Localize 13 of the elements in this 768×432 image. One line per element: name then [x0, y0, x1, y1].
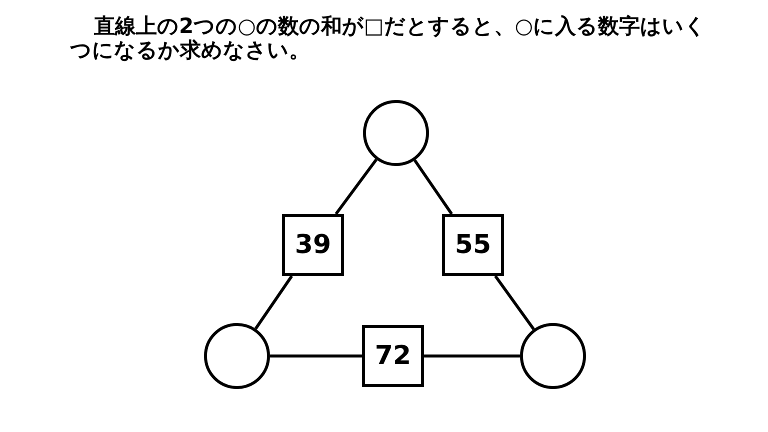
- connector-line: [494, 275, 535, 330]
- question-text: 直線上の2つの○の数の和が□だとすると、○に入る数字はいくつになるか求めなさい。: [70, 14, 708, 62]
- number-box: [282, 214, 344, 276]
- number-text: 72: [374, 341, 412, 371]
- number-text: 55: [454, 230, 492, 260]
- connector-line: [270, 354, 362, 358]
- connector-line: [424, 354, 520, 358]
- connector-line: [413, 159, 453, 215]
- number-box: [442, 214, 504, 276]
- connector-line: [334, 158, 378, 215]
- number-text: 39: [294, 230, 332, 260]
- connector-line: [254, 275, 294, 330]
- number-box: [362, 325, 424, 387]
